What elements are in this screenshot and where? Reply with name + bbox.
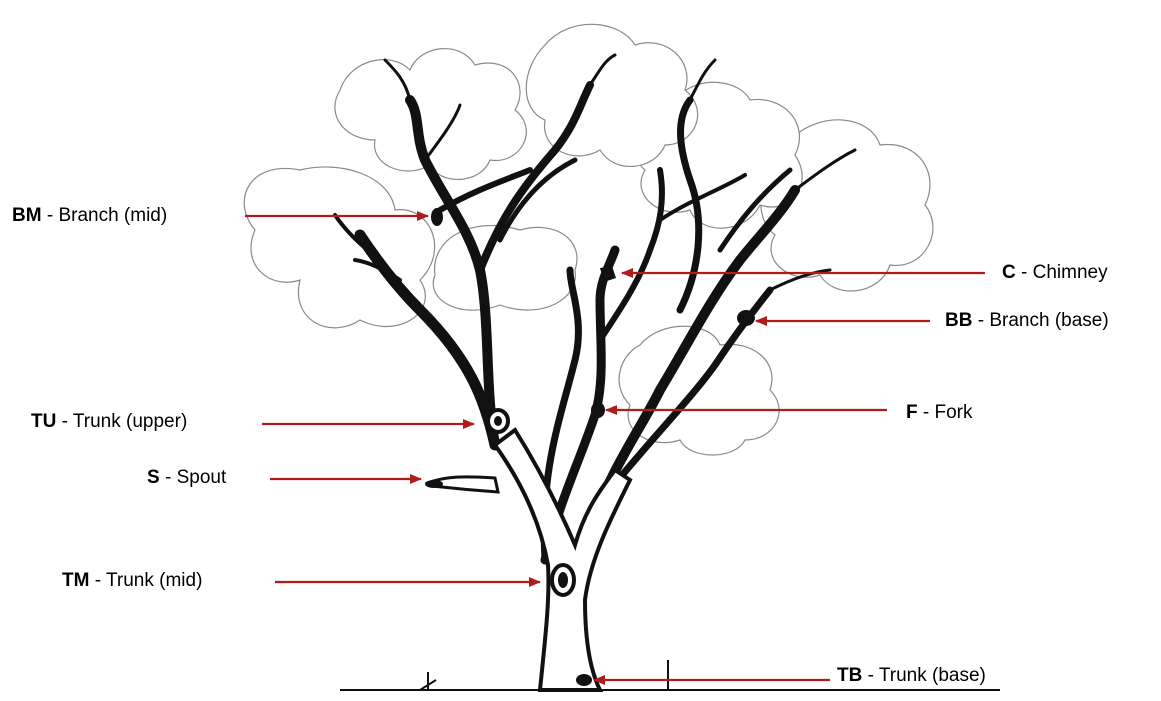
label-s-code: S bbox=[147, 467, 160, 488]
label-tu-sep: - bbox=[56, 411, 73, 432]
label-bb: BB - Branch (base) bbox=[945, 310, 1109, 332]
label-bm-text: Branch (mid) bbox=[58, 205, 167, 226]
label-tu: TU - Trunk (upper) bbox=[31, 411, 187, 433]
label-tb-code: TB bbox=[837, 665, 862, 686]
label-s-sep: - bbox=[160, 467, 177, 488]
label-c-code: C bbox=[1002, 262, 1016, 283]
label-bm-code: BM bbox=[12, 205, 42, 226]
label-c: C - Chimney bbox=[1002, 262, 1108, 284]
spout-hollow bbox=[425, 477, 498, 492]
label-c-text: Chimney bbox=[1033, 262, 1108, 283]
label-f-sep: - bbox=[918, 402, 935, 423]
label-f-code: F bbox=[906, 402, 918, 423]
label-f-text: Fork bbox=[935, 402, 973, 423]
label-s-text: Spout bbox=[177, 467, 227, 488]
label-s: S - Spout bbox=[147, 467, 226, 489]
label-tu-text: Trunk (upper) bbox=[73, 411, 187, 432]
label-tu-code: TU bbox=[31, 411, 56, 432]
label-tb: TB - Trunk (base) bbox=[837, 665, 986, 687]
label-tm-sep: - bbox=[89, 570, 106, 591]
label-bb-sep: - bbox=[972, 310, 989, 331]
label-bm: BM - Branch (mid) bbox=[12, 205, 167, 227]
label-tb-text: Trunk (base) bbox=[879, 665, 986, 686]
label-bb-text: Branch (base) bbox=[989, 310, 1108, 331]
label-bb-code: BB bbox=[945, 310, 972, 331]
tree-trunk bbox=[495, 430, 630, 690]
label-tm-text: Trunk (mid) bbox=[106, 570, 202, 591]
label-c-sep: - bbox=[1016, 262, 1033, 283]
label-tm: TM - Trunk (mid) bbox=[62, 570, 202, 592]
label-bm-sep: - bbox=[42, 205, 59, 226]
label-tm-code: TM bbox=[62, 570, 89, 591]
label-tb-sep: - bbox=[862, 665, 879, 686]
label-f: F - Fork bbox=[906, 402, 973, 424]
